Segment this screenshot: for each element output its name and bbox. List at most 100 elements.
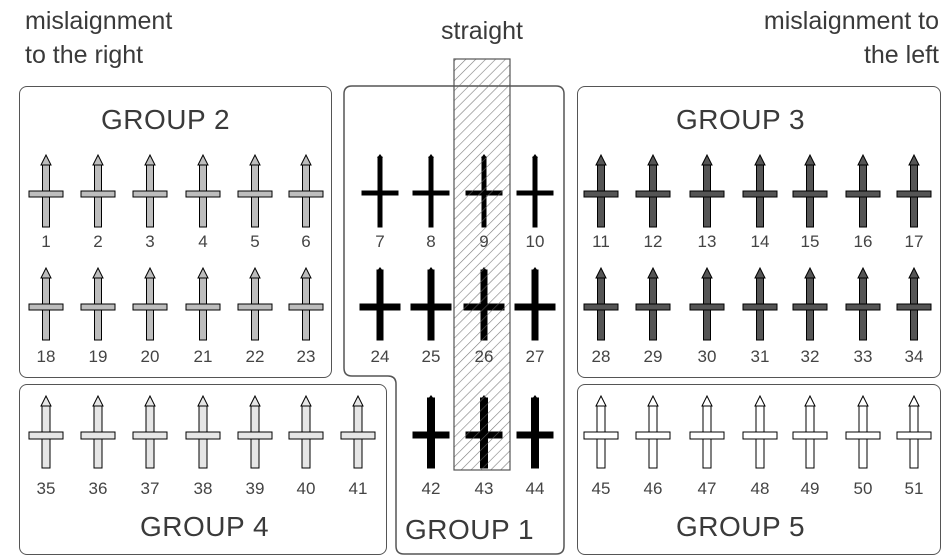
specimen-18 [28, 266, 64, 341]
specimen-29 [635, 266, 671, 341]
specimen-number-3: 3 [145, 232, 155, 251]
specimen-number-31: 31 [750, 347, 770, 366]
specimen-36 [80, 394, 116, 469]
specimen-number-26: 26 [474, 347, 494, 366]
specimen-49 [792, 394, 828, 469]
specimen-number-5: 5 [250, 232, 260, 251]
specimen-12 [635, 153, 671, 228]
specimen-number-10: 10 [525, 232, 545, 251]
specimen-number-23: 23 [296, 347, 316, 366]
specimen-42 [412, 395, 450, 469]
specimen-number-18: 18 [36, 347, 56, 366]
specimen-32 [792, 266, 828, 341]
group-5-box [577, 384, 941, 555]
group-1-title: GROUP 1 [405, 514, 535, 545]
group-4-box [19, 384, 387, 555]
specimen-number-4: 4 [198, 232, 208, 251]
specimen-1 [28, 153, 64, 228]
specimen-11 [583, 153, 619, 228]
specimen-28 [583, 266, 619, 341]
specimen-47 [689, 394, 725, 469]
specimen-number-20: 20 [140, 347, 160, 366]
specimen-45 [583, 394, 619, 469]
specimen-number-51: 51 [904, 479, 924, 498]
specimen-number-15: 15 [800, 232, 820, 251]
specimen-number-14: 14 [750, 232, 770, 251]
specimen-number-6: 6 [301, 232, 311, 251]
header-right-line2: the left [863, 41, 939, 69]
specimen-number-33: 33 [853, 347, 873, 366]
header-left-line2: to the right [25, 41, 144, 69]
specimen-37 [132, 394, 168, 469]
specimen-number-29: 29 [643, 347, 663, 366]
header-straight: straight [441, 17, 523, 45]
specimen-2 [80, 153, 116, 228]
specimen-number-8: 8 [426, 232, 436, 251]
group-4-title: GROUP 4 [140, 511, 270, 542]
specimen-33 [845, 266, 881, 341]
specimen-48 [742, 394, 778, 469]
group-3-title: GROUP 3 [676, 104, 806, 135]
specimen-number-16: 16 [853, 232, 873, 251]
specimen-number-48: 48 [750, 479, 770, 498]
specimen-41 [340, 394, 376, 469]
specimen-number-24: 24 [370, 347, 390, 366]
specimen-3 [132, 153, 168, 228]
specimen-7 [361, 154, 399, 228]
specimen-number-37: 37 [140, 479, 160, 498]
specimen-number-21: 21 [193, 347, 213, 366]
header-left-line1: mislaignment [25, 7, 173, 35]
specimen-number-46: 46 [643, 479, 663, 498]
specimen-number-12: 12 [643, 232, 663, 251]
specimen-number-34: 34 [904, 347, 924, 366]
specimen-number-42: 42 [421, 479, 441, 498]
specimen-13 [689, 153, 725, 228]
specimen-21 [185, 266, 221, 341]
specimen-number-32: 32 [800, 347, 820, 366]
specimen-number-36: 36 [88, 479, 108, 498]
specimen-number-1: 1 [41, 232, 51, 251]
specimen-number-47: 47 [697, 479, 717, 498]
specimen-50 [845, 394, 881, 469]
specimen-number-9: 9 [479, 232, 489, 251]
specimen-5 [237, 153, 273, 228]
specimen-31 [742, 266, 778, 341]
group-2-box [19, 86, 332, 378]
specimen-40 [288, 394, 324, 469]
specimen-44 [516, 395, 554, 469]
specimen-25 [410, 267, 452, 341]
specimen-number-39: 39 [245, 479, 265, 498]
specimen-19 [80, 266, 116, 341]
specimen-number-35: 35 [36, 479, 56, 498]
specimen-46 [635, 394, 671, 469]
specimen-number-49: 49 [800, 479, 820, 498]
specimen-8 [412, 154, 450, 228]
specimen-15 [792, 153, 828, 228]
specimen-23 [288, 266, 324, 341]
specimen-4 [185, 153, 221, 228]
specimen-number-27: 27 [525, 347, 545, 366]
specimen-number-45: 45 [591, 479, 611, 498]
specimen-34 [896, 266, 932, 341]
specimen-27 [514, 267, 556, 341]
specimen-35 [28, 394, 64, 469]
specimen-number-2: 2 [93, 232, 103, 251]
specimen-16 [845, 153, 881, 228]
specimen-14 [742, 153, 778, 228]
specimen-24 [359, 267, 401, 341]
group-2-title: GROUP 2 [101, 104, 231, 135]
specimen-number-19: 19 [88, 347, 108, 366]
specimen-20 [132, 266, 168, 341]
specimen-number-43: 43 [474, 479, 494, 498]
specimen-51 [896, 394, 932, 469]
specimen-number-50: 50 [853, 479, 873, 498]
group-3-box [577, 86, 941, 378]
specimen-number-28: 28 [591, 347, 611, 366]
specimen-number-41: 41 [348, 479, 368, 498]
straight-hatched-band [453, 58, 511, 471]
specimen-number-11: 11 [592, 232, 610, 251]
specimen-number-13: 13 [697, 232, 717, 251]
specimen-number-17: 17 [904, 232, 924, 251]
specimen-number-38: 38 [193, 479, 213, 498]
